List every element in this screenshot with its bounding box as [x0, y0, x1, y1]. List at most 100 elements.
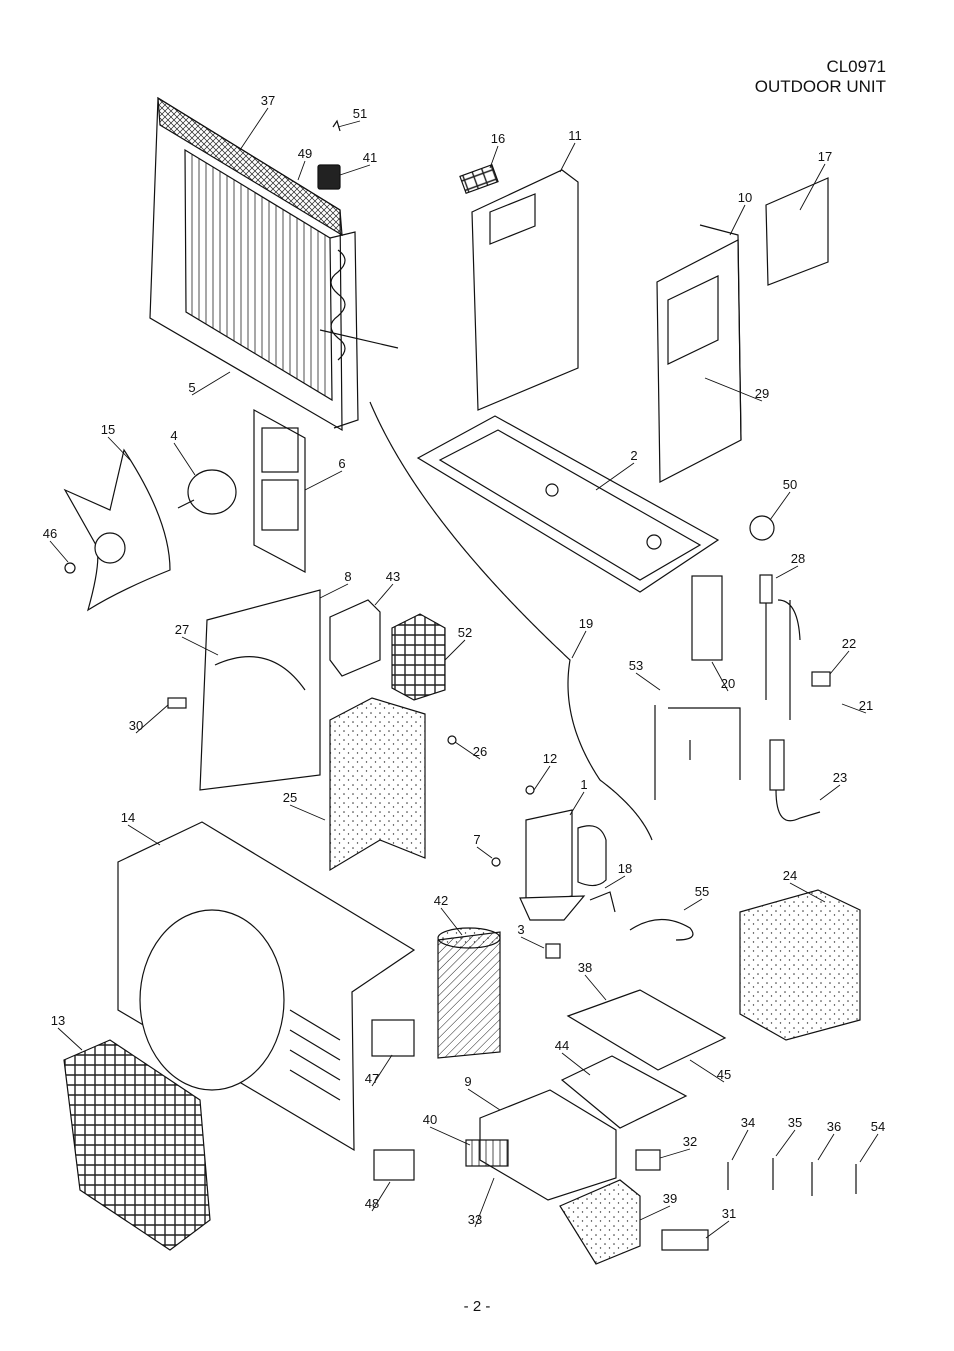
leader-line-34 — [731, 1129, 749, 1161]
callout-33: 33 — [468, 1212, 482, 1227]
callout-14: 14 — [121, 810, 135, 825]
rear-guard — [765, 177, 829, 286]
sound-insulation — [739, 889, 861, 1041]
fuse — [635, 1149, 661, 1171]
leader-line-33 — [474, 1177, 495, 1228]
leader-line-52 — [444, 639, 466, 661]
callout-55: 55 — [695, 884, 709, 899]
leader-line-2 — [595, 462, 635, 491]
callout-16: 16 — [491, 131, 505, 146]
leader-line-28 — [775, 565, 799, 579]
leader-line-22 — [829, 650, 850, 675]
callout-39: 39 — [663, 1191, 677, 1206]
callout-20: 20 — [721, 676, 735, 691]
leader-line-54 — [859, 1133, 879, 1163]
leader-line-32 — [659, 1148, 691, 1159]
side-panel-right — [471, 169, 579, 411]
leader-line-8 — [319, 583, 349, 599]
callout-27: 27 — [175, 622, 189, 637]
base-pan — [416, 415, 720, 593]
callout-35: 35 — [788, 1115, 802, 1130]
callout-38: 38 — [578, 960, 592, 975]
callout-47: 47 — [365, 1071, 379, 1086]
leader-line-9 — [467, 1088, 501, 1111]
service-valve-holder — [317, 164, 341, 190]
callout-44: 44 — [555, 1038, 569, 1053]
leader-line-15 — [107, 436, 131, 461]
callout-54: 54 — [871, 1119, 885, 1134]
leader-line-47 — [371, 1054, 393, 1087]
fan-motor — [177, 469, 237, 515]
sound-insulation — [329, 697, 426, 872]
callout-46: 46 — [43, 526, 57, 541]
terminal-block — [661, 1229, 709, 1251]
wire-clip — [727, 1158, 857, 1196]
callout-53: 53 — [629, 658, 643, 673]
leader-line-20 — [711, 661, 729, 692]
leader-line-23 — [819, 784, 841, 801]
leader-line-19 — [571, 630, 587, 659]
callout-24: 24 — [783, 868, 797, 883]
page-number: - 2 - — [463, 1298, 491, 1315]
callout-1: 1 — [580, 777, 587, 792]
leader-line-44 — [561, 1052, 591, 1076]
leader-line-24 — [789, 882, 826, 903]
air-grille — [63, 1039, 211, 1251]
callout-49: 49 — [298, 146, 312, 161]
leader-line-11 — [559, 142, 576, 173]
terminal-board-bracket — [559, 1179, 641, 1265]
motor-bracket — [253, 408, 306, 573]
leader-line-39 — [639, 1205, 671, 1221]
callout-7: 7 — [473, 832, 480, 847]
earth-label — [373, 1149, 415, 1181]
label — [371, 1019, 415, 1057]
leader-line-53 — [635, 672, 661, 691]
control-box-cover — [391, 613, 446, 701]
heat-sink — [465, 1139, 509, 1167]
clip — [332, 119, 341, 132]
callout-5: 5 — [188, 380, 195, 395]
capillary-tube — [369, 401, 653, 841]
cord-band — [629, 918, 694, 941]
leader-line-1 — [569, 791, 585, 816]
compressor-cover — [589, 891, 616, 913]
leader-line-55 — [683, 898, 703, 911]
callout-2: 2 — [630, 448, 637, 463]
leader-line-3 — [520, 936, 545, 949]
fan-nut — [64, 562, 76, 574]
leader-line-30 — [135, 704, 169, 734]
leader-line-46 — [49, 540, 69, 563]
callout-9: 9 — [464, 1074, 471, 1089]
callout-42: 42 — [434, 893, 448, 908]
leader-line-10 — [729, 204, 746, 236]
callout-4: 4 — [170, 428, 177, 443]
leader-line-48 — [371, 1181, 391, 1212]
callout-48: 48 — [365, 1196, 379, 1211]
leader-line-38 — [584, 974, 607, 1001]
callout-36: 36 — [827, 1119, 841, 1134]
grommet — [447, 735, 457, 745]
thermistor-holder — [167, 697, 187, 709]
insulator-sheet — [560, 1055, 688, 1129]
handle — [459, 163, 499, 195]
leader-line-21 — [841, 703, 867, 714]
terminal-board-bracket — [691, 575, 723, 661]
callout-18: 18 — [618, 861, 632, 876]
callout-40: 40 — [423, 1112, 437, 1127]
callout-34: 34 — [741, 1115, 755, 1130]
callout-3: 3 — [517, 922, 524, 937]
two-way-valve — [769, 739, 821, 822]
leader-line-16 — [489, 145, 499, 169]
front-cabinet — [117, 821, 416, 1152]
three-way-valve — [811, 671, 831, 687]
callout-52: 52 — [458, 625, 472, 640]
sensor-coil — [749, 515, 775, 541]
callout-50: 50 — [783, 477, 797, 492]
leader-line-42 — [440, 907, 463, 936]
doc-code: CL0971 — [826, 57, 886, 76]
control-pcb — [566, 989, 727, 1071]
callout-43: 43 — [386, 569, 400, 584]
callout-22: 22 — [842, 636, 856, 651]
